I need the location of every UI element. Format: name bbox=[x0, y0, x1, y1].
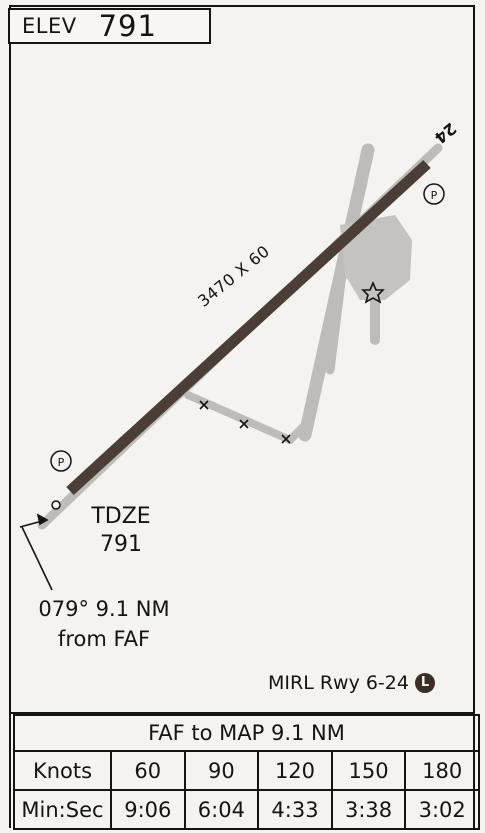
time-cell: 9:06 bbox=[110, 789, 186, 830]
approach-course-label: 079° 9.1 NM from FAF bbox=[14, 594, 194, 654]
beacon-star-icon bbox=[361, 280, 385, 304]
knots-cell: 120 bbox=[257, 750, 333, 791]
elevation-value: 791 bbox=[98, 9, 157, 43]
runway-end-light bbox=[51, 500, 61, 510]
lighting-text: MIRL Rwy 6-24 bbox=[268, 672, 409, 694]
faf-to-map-timing-table: FAF to MAP 9.1 NM Knots 60 90 120 150 18… bbox=[13, 714, 480, 830]
tdze-label-block: TDZE 791 bbox=[85, 503, 157, 559]
knots-cell: 180 bbox=[404, 750, 480, 791]
tdze-value: 791 bbox=[100, 532, 142, 557]
x-marker bbox=[239, 419, 249, 429]
timing-table-title: FAF to MAP 9.1 NM bbox=[13, 714, 480, 752]
lighting-info: MIRL Rwy 6-24 L bbox=[268, 672, 435, 694]
x-marker bbox=[281, 434, 291, 444]
knots-cell: 60 bbox=[110, 750, 186, 791]
time-row-label: Min:Sec bbox=[13, 789, 112, 830]
time-cell: 3:38 bbox=[330, 789, 407, 830]
apron bbox=[340, 215, 412, 300]
approach-course-line2: from FAF bbox=[57, 627, 151, 651]
connector-taxiway-2 bbox=[286, 416, 314, 444]
runway bbox=[66, 159, 431, 496]
connector-taxiway bbox=[184, 391, 294, 444]
time-row: Min:Sec 9:06 6:04 4:33 3:38 3:02 bbox=[13, 789, 480, 830]
knots-cell: 150 bbox=[330, 750, 407, 791]
lighting-badge-icon: L bbox=[414, 673, 435, 693]
knots-row-label: Knots bbox=[13, 750, 112, 791]
papi-icon-north: P bbox=[423, 183, 445, 205]
svg-text:P: P bbox=[431, 189, 438, 202]
time-cell: 3:02 bbox=[404, 789, 480, 830]
papi-icon-south: P bbox=[50, 450, 72, 472]
time-cell: 6:04 bbox=[183, 789, 260, 830]
knots-cell: 90 bbox=[183, 750, 260, 791]
elevation-box: ELEV 791 bbox=[8, 8, 211, 44]
approach-course-arrow-icon bbox=[19, 513, 53, 591]
x-marker bbox=[199, 400, 209, 410]
approach-course-line1: 079° 9.1 NM bbox=[38, 597, 170, 621]
tdze-label: TDZE bbox=[91, 504, 151, 529]
closed-taxiway-markers bbox=[199, 400, 291, 444]
time-cell: 4:33 bbox=[257, 789, 333, 830]
svg-text:P: P bbox=[58, 456, 65, 469]
elevation-label: ELEV bbox=[22, 14, 77, 38]
knots-row: Knots 60 90 120 150 180 bbox=[13, 750, 480, 791]
crossing-taxiway-south bbox=[325, 245, 350, 375]
